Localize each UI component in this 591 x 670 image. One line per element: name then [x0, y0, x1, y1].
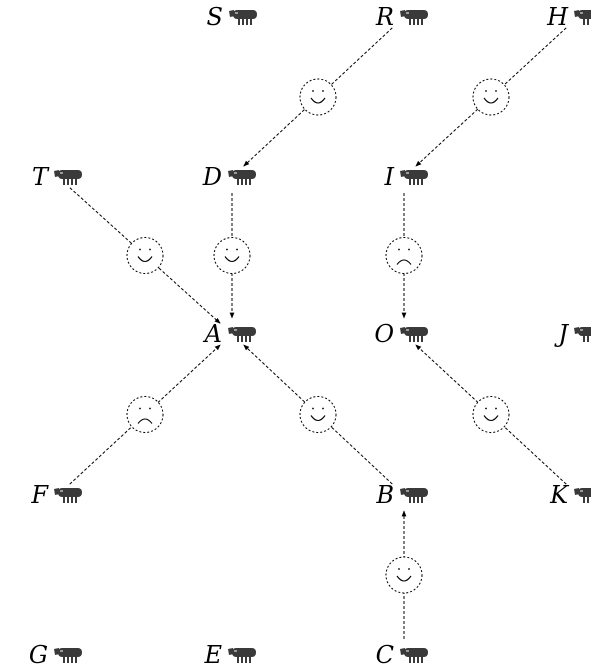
node-label: J [553, 320, 569, 348]
edge-d-a [213, 193, 251, 319]
cow-icon [574, 327, 591, 342]
cow-icon [400, 648, 428, 663]
node-d: D [202, 163, 256, 191]
cow-icon [574, 488, 591, 503]
node-k: K [549, 481, 591, 509]
happy-face-icon [299, 78, 337, 116]
node-label: K [549, 481, 570, 509]
edge-r-d [243, 27, 393, 167]
node-r: R [375, 3, 428, 31]
node-i: I [384, 163, 428, 191]
node-label: H [546, 3, 569, 31]
node-a: A [203, 320, 256, 348]
happy-face-icon [126, 237, 164, 274]
happy-face-icon [385, 556, 423, 594]
node-label: S [207, 3, 223, 31]
cow-icon [228, 648, 256, 663]
sad-face-icon [126, 396, 164, 433]
node-label: A [203, 320, 222, 348]
node-f: F [30, 481, 82, 509]
cow-icon [228, 327, 256, 342]
node-o: O [374, 320, 428, 348]
edge-h-i [415, 27, 567, 167]
happy-face-icon [213, 237, 251, 274]
node-label: G [29, 641, 48, 669]
cow-icon [229, 10, 257, 25]
edge-f-a [69, 344, 221, 485]
node-s: S [207, 3, 257, 31]
edge-t-a [69, 187, 221, 324]
cow-icon [228, 170, 256, 185]
edges-layer [69, 27, 567, 639]
node-c: C [376, 641, 428, 669]
cow-icon [400, 170, 428, 185]
edge-k-o [415, 344, 567, 485]
edge-i-o [385, 193, 423, 319]
cow-icon [54, 170, 82, 185]
happy-face-icon [299, 396, 337, 433]
cow-icon [54, 648, 82, 663]
edge-b-a [243, 344, 393, 485]
node-label: D [202, 163, 222, 191]
node-b: B [375, 481, 428, 509]
node-t: T [32, 163, 82, 191]
cow-icon [400, 327, 428, 342]
node-label: I [384, 163, 395, 191]
node-h: H [546, 3, 591, 31]
node-e: E [203, 641, 256, 669]
cow-icon [574, 10, 591, 25]
node-label: R [375, 3, 394, 31]
node-label: O [374, 320, 394, 348]
node-j: J [553, 320, 591, 348]
node-label: T [32, 163, 50, 191]
happy-face-icon [472, 396, 510, 433]
cow-icon [54, 488, 82, 503]
node-g: G [29, 641, 82, 669]
node-label: B [375, 481, 394, 509]
node-label: E [203, 641, 222, 669]
cow-icon [400, 10, 428, 25]
happy-face-icon [472, 78, 510, 116]
node-label: F [30, 481, 49, 509]
edge-c-b [385, 510, 423, 639]
cow-icon [400, 488, 428, 503]
node-label: C [376, 641, 394, 669]
sad-face-icon [385, 237, 423, 274]
